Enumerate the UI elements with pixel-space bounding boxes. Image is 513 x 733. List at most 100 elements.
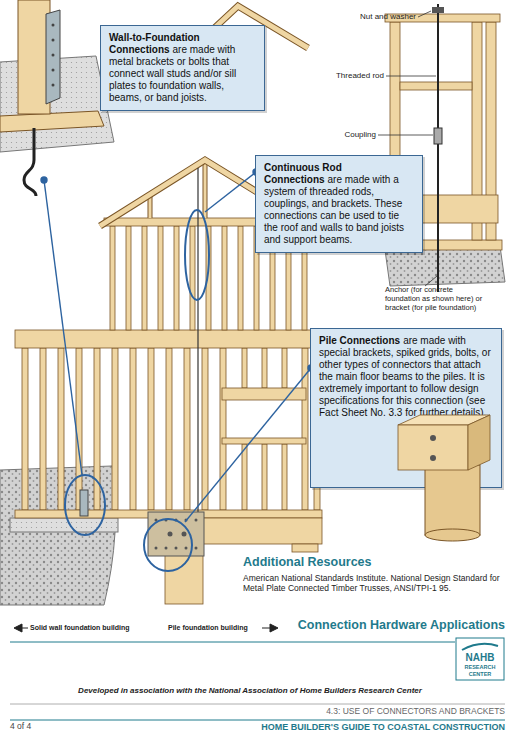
- wall-bracket-detail: [46, 10, 60, 104]
- wall-framing: [142, 226, 147, 330]
- wall-framing: [166, 348, 172, 510]
- wall-framing: [242, 348, 247, 388]
- leader-line: [65, 475, 105, 535]
- wall-framing: [184, 348, 190, 510]
- part-label: Nut and washer: [330, 12, 416, 21]
- pile-bracket-plate: [168, 532, 173, 537]
- wall-anchor-bracket: [80, 490, 88, 516]
- pile-bracket-plate: [175, 547, 178, 550]
- rod-detail: [437, 4, 439, 292]
- leader-line: [44, 180, 82, 475]
- pile-bracket-plate: [195, 519, 198, 522]
- rod-detail: [432, 7, 444, 13]
- wall-bracket-detail: [24, 128, 36, 196]
- rod-detail: [418, 11, 431, 17]
- direction-arrow: [14, 624, 278, 632]
- rod-detail: [434, 128, 442, 144]
- callout-box: Continuous Rod Connectionsare made with …: [255, 155, 423, 253]
- wall-framing: [148, 348, 154, 510]
- roof-truss: [150, 163, 260, 218]
- footer-rule: [10, 720, 505, 721]
- direction-label: Pile foundation building: [168, 624, 268, 632]
- rod-detail: [400, 82, 472, 90]
- wall-framing: [130, 348, 136, 510]
- wall-framing: [15, 330, 323, 348]
- wall-framing: [126, 226, 131, 330]
- chapter-label: 4.3: USE OF CONNECTORS AND BRACKETS: [200, 707, 505, 717]
- wall-bracket-detail: [0, 111, 104, 132]
- wall-framing: [242, 444, 247, 510]
- logo-swoosh: [462, 644, 498, 650]
- wall-bracket-detail: [52, 39, 55, 42]
- wall-bracket-detail: [0, 0, 114, 196]
- wall-framing: [58, 348, 64, 510]
- continuous-rod: [197, 168, 198, 516]
- part-label: Coupling: [300, 130, 376, 139]
- wall-framing: [94, 348, 100, 510]
- pile-bracket-plate: [148, 512, 204, 556]
- pile-bracket-plate: [185, 547, 188, 550]
- leader-line: [144, 519, 192, 571]
- logo-text: NAHB: [456, 652, 504, 664]
- pile-bracket-plate: [182, 532, 187, 537]
- wall-framing: [202, 348, 208, 510]
- leader-line: [185, 210, 209, 300]
- wall-framing: [190, 226, 195, 330]
- callout-heading: Pile Connections: [319, 335, 400, 346]
- wall-framing: [222, 226, 227, 330]
- pile-foundation: [292, 544, 318, 552]
- wall-framing: [262, 444, 267, 510]
- logo-box: [456, 638, 504, 680]
- wall-framing: [110, 226, 115, 330]
- wall-framing: [282, 444, 287, 510]
- rod-detail: [378, 135, 433, 136]
- roof-truss: [150, 163, 260, 218]
- section-title: Connection Hardware Applications: [290, 618, 505, 632]
- wall-framing: [238, 226, 243, 330]
- footer-rule: [10, 704, 505, 705]
- page-number: 4 of 4: [10, 722, 70, 732]
- wall-bracket-detail: [52, 54, 55, 57]
- pile-bracket-plate: [165, 547, 168, 550]
- logo-text: RESEARCH CENTER: [464, 664, 496, 677]
- rod-detail: [386, 76, 436, 77]
- guide-title: HOME BUILDER'S GUIDE TO COASTAL CONSTRUC…: [150, 722, 505, 732]
- direction-arrow: [262, 628, 270, 629]
- wall-framing: [112, 348, 118, 510]
- leader-line: [41, 177, 47, 183]
- wall-bracket-detail: [52, 84, 55, 87]
- pile-bracket-plate: [155, 547, 158, 550]
- reference-text: American National Standards Institute. N…: [243, 573, 505, 593]
- wall-framing: [262, 348, 267, 388]
- callout-box: Wall-to-Foundation Connectionsare made w…: [100, 25, 265, 111]
- wall-bracket-detail: [18, 0, 50, 114]
- part-label: Threaded rod: [300, 71, 384, 80]
- wall-framing: [158, 226, 163, 330]
- direction-arrow: [22, 628, 28, 629]
- section-heading: Additional Resources: [243, 555, 505, 569]
- pile-bracket-plate: [195, 547, 198, 550]
- callout-body: are made with special brackets, spiked g…: [319, 335, 491, 418]
- section-rule: [10, 642, 455, 643]
- callout-box: Pile Connectionsare made with special br…: [310, 328, 502, 488]
- direction-label: Solid wall foundation building: [30, 624, 170, 632]
- direction-arrow: [14, 624, 22, 632]
- wall-framing: [174, 226, 179, 330]
- pile-bracket-plate: [148, 512, 204, 556]
- wall-bracket-detail: [52, 24, 55, 27]
- wall-framing: [222, 438, 306, 444]
- wall-framing: [220, 348, 226, 510]
- leader-line: [185, 368, 311, 522]
- pile-post: [425, 529, 480, 541]
- wall-framing: [40, 348, 46, 510]
- wall-framing: [22, 348, 28, 510]
- part-label: Anchor (for concrete foundation as shown…: [385, 285, 485, 312]
- wall-bracket-detail: [52, 69, 55, 72]
- rod-detail: [425, 276, 437, 286]
- wall-framing: [76, 348, 82, 510]
- wall-framing: [282, 348, 287, 388]
- leader-line: [205, 172, 256, 212]
- credit-note: Developed in association with the Nation…: [40, 686, 460, 695]
- wall-bracket-detail: [52, 24, 55, 87]
